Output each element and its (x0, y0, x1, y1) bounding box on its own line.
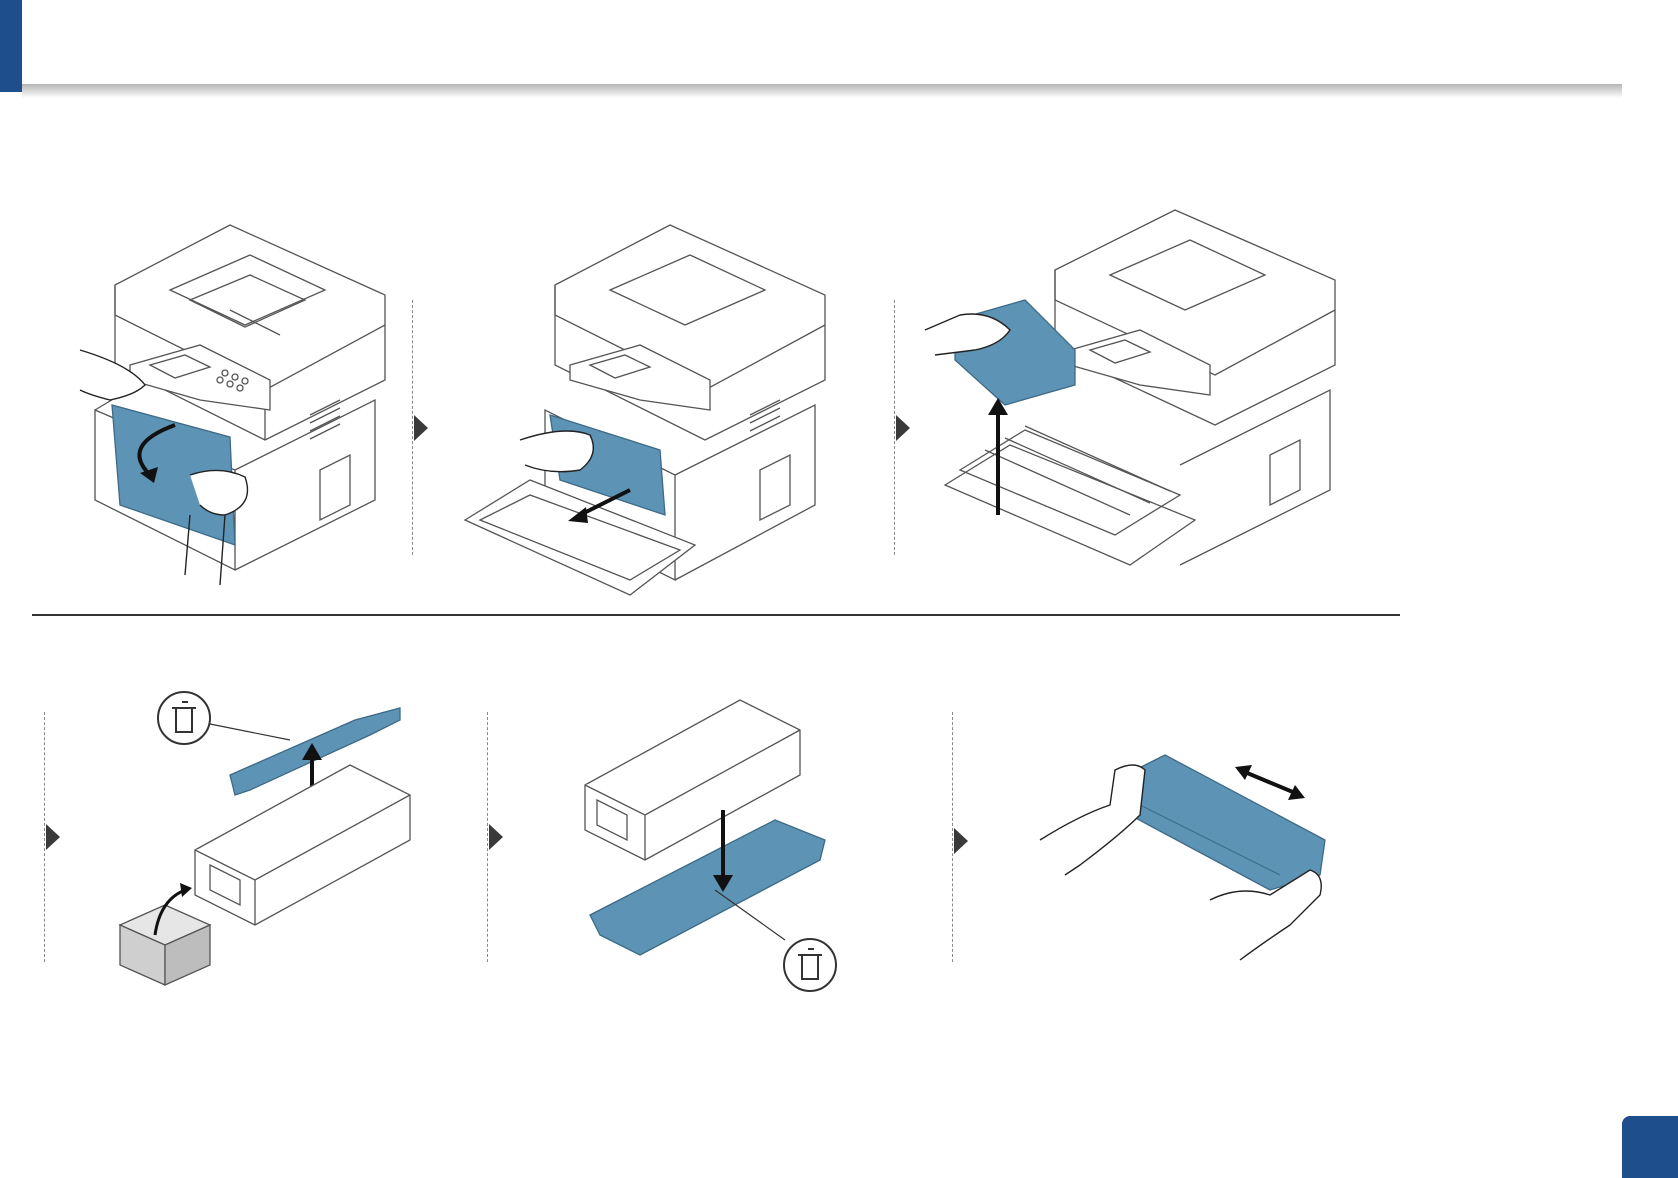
cartridge-remove-cover-figure (110, 690, 440, 990)
page-header (0, 0, 1678, 100)
printer-lift-cartridge-figure (930, 200, 1350, 590)
row-divider (32, 614, 1400, 616)
step-separator (487, 712, 488, 962)
chapter-tab (0, 0, 22, 92)
header-divider (22, 84, 1622, 98)
step-separator (894, 300, 895, 555)
step-4-illustration (110, 690, 440, 990)
step-separator (952, 712, 953, 962)
recycle-bin-icon (158, 692, 210, 744)
step-separator (412, 300, 413, 555)
cartridge-detach-cover-figure (575, 690, 865, 995)
step-1-illustration (50, 215, 410, 595)
step-6-illustration (1040, 745, 1360, 960)
step-arrow (954, 828, 968, 854)
step-arrow (46, 824, 60, 850)
step-arrow (414, 415, 428, 441)
open-box-icon (120, 883, 210, 985)
printer-open-door-figure (50, 215, 410, 595)
recycle-bin-icon (784, 939, 836, 991)
step-separator (44, 712, 45, 962)
step-3-illustration (930, 200, 1350, 590)
double-arrow-icon (1235, 765, 1305, 800)
shake-cartridge-figure (1040, 745, 1360, 960)
page-number-tab (1622, 1116, 1678, 1178)
step-arrow (489, 824, 503, 850)
step-5-illustration (575, 690, 865, 995)
step-2-illustration (470, 215, 870, 615)
printer-pull-tray-figure (470, 215, 870, 615)
step-arrow (896, 415, 910, 441)
